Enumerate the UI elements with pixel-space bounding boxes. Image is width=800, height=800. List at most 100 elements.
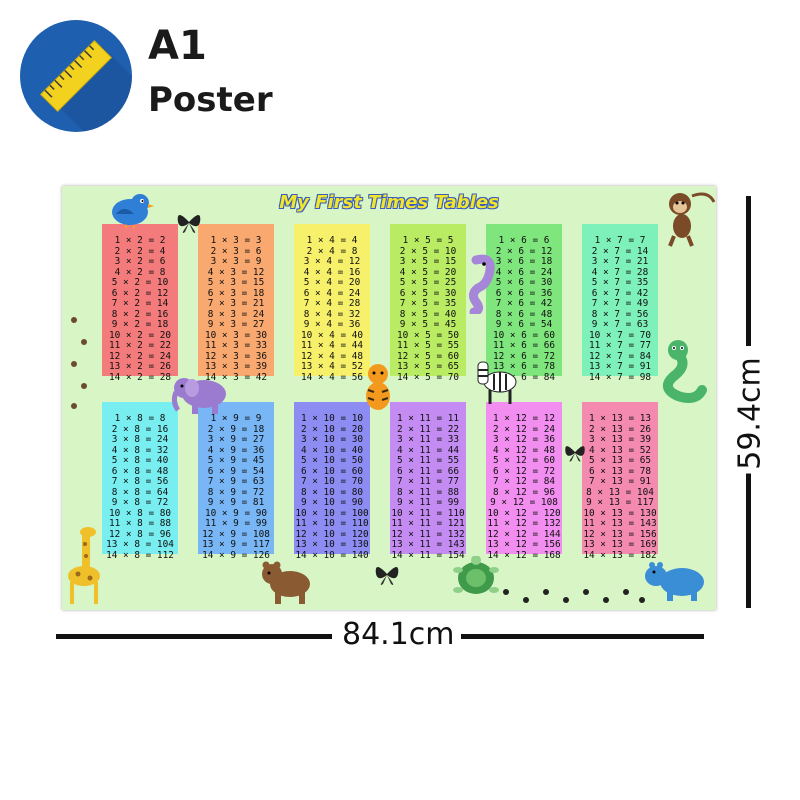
height-dimension: 59.4cm xyxy=(732,196,768,608)
times-table-line: 4 × 9 = 36 xyxy=(207,444,265,456)
times-table-line: 2 × 9 = 18 xyxy=(207,423,265,435)
times-table-line: 14 × 11 = 154 xyxy=(391,549,465,561)
times-table-line: 11 × 3 = 33 xyxy=(204,340,268,351)
times-table-line: 6 × 13 = 78 xyxy=(588,465,652,477)
times-table-line: 14 × 13 = 182 xyxy=(583,549,657,561)
times-table-line: 4 × 5 = 20 xyxy=(399,266,457,278)
times-table-line: 4 × 2 = 8 xyxy=(114,266,166,278)
times-table-line: 6 × 3 = 18 xyxy=(207,287,265,299)
times-table-line: 6 × 8 = 48 xyxy=(111,465,169,477)
times-table-line: 5 × 10 = 50 xyxy=(300,455,364,466)
times-table-line: 14 × 9 = 126 xyxy=(202,549,270,561)
times-table-line: 14 × 5 = 70 xyxy=(396,371,460,383)
times-table-line: 6 × 7 = 42 xyxy=(591,287,649,299)
times-table-line: 9 × 2 = 18 xyxy=(111,319,169,330)
times-table-line: 13 × 8 = 104 xyxy=(106,539,174,550)
times-table-line: 11 × 4 = 44 xyxy=(300,340,364,351)
times-table-line: 1 × 12 = 12 xyxy=(492,413,556,424)
times-table-line: 14 × 8 = 112 xyxy=(106,549,174,561)
times-table-line: 10 × 3 = 30 xyxy=(204,329,268,341)
times-table-line: 4 × 3 = 12 xyxy=(207,266,265,278)
monkey-icon xyxy=(668,192,716,247)
times-table-line: 5 × 3 = 15 xyxy=(207,277,265,288)
times-table-line: 9 × 7 = 63 xyxy=(591,319,649,330)
times-table-line: 3 × 2 = 6 xyxy=(114,256,166,267)
times-table-line: 3 × 4 = 12 xyxy=(303,256,361,267)
times-table-line: 14 × 10 = 140 xyxy=(295,549,369,561)
giraffe-icon xyxy=(68,527,100,604)
times-table-line: 1 × 8 = 8 xyxy=(114,413,166,424)
times-table-line: 12 × 12 = 144 xyxy=(487,528,561,540)
times-table-line: 10 × 4 = 40 xyxy=(300,329,364,341)
height-label: 59.4cm xyxy=(732,353,768,474)
times-table-line: 8 × 6 = 48 xyxy=(495,308,553,320)
poster-title: My First Times Tables xyxy=(279,192,499,213)
times-table-line: 1 × 2 = 2 xyxy=(114,235,166,246)
times-table-line: 10 × 7 = 70 xyxy=(588,329,652,341)
times-table-line: 9 × 11 = 99 xyxy=(396,497,460,508)
times-table-line: 8 × 4 = 32 xyxy=(303,308,361,320)
times-table-line: 3 × 7 = 21 xyxy=(591,256,649,267)
times-table-line: 14 × 4 = 56 xyxy=(300,371,364,383)
paw-prints-icon xyxy=(71,317,87,409)
times-table-line: 9 × 13 = 117 xyxy=(586,497,654,508)
times-table-line: 9 × 9 = 81 xyxy=(207,497,265,508)
times-table-line: 8 × 8 = 64 xyxy=(111,486,169,498)
times-table-line: 7 × 8 = 56 xyxy=(111,476,169,487)
times-table-line: 7 × 12 = 84 xyxy=(492,476,556,487)
times-table-line: 6 × 4 = 24 xyxy=(303,287,361,299)
times-table-line: 5 × 6 = 30 xyxy=(495,277,553,288)
times-table-line: 14 × 7 = 98 xyxy=(588,371,652,383)
times-table-line: 10 × 13 = 130 xyxy=(583,507,657,519)
times-table-line: 12 × 2 = 24 xyxy=(108,350,172,362)
times-table-line: 10 × 11 = 110 xyxy=(391,507,465,519)
times-table-line: 8 × 9 = 72 xyxy=(207,486,265,498)
times-table-line: 1 × 3 = 3 xyxy=(210,235,262,246)
times-table-line: 13 × 13 = 169 xyxy=(583,539,657,550)
height-dimension-line xyxy=(746,466,751,608)
times-table-line: 8 × 10 = 80 xyxy=(300,486,364,498)
times-table-line: 14 × 2 = 28 xyxy=(108,371,172,383)
times-table-line: 7 × 9 = 63 xyxy=(207,476,265,487)
times-table-line: 7 × 4 = 28 xyxy=(303,298,361,309)
times-table-line: 1 × 4 = 4 xyxy=(306,235,358,246)
times-table-line: 1 × 7 = 7 xyxy=(594,235,646,246)
times-table-line: 1 × 10 = 10 xyxy=(300,413,364,424)
times-table-line: 1 × 5 = 5 xyxy=(402,235,454,246)
times-table-line: 12 × 11 = 132 xyxy=(391,528,465,540)
times-table-line: 10 × 6 = 60 xyxy=(492,329,556,341)
times-table-line: 5 × 13 = 65 xyxy=(588,455,652,466)
times-table-line: 3 × 10 = 30 xyxy=(300,434,364,445)
times-table-line: 8 × 12 = 96 xyxy=(492,486,556,498)
times-table-line: 5 × 9 = 45 xyxy=(207,455,265,466)
hippo-icon xyxy=(645,562,704,601)
times-table-line: 9 × 5 = 45 xyxy=(399,319,457,330)
times-table-line: 6 × 10 = 60 xyxy=(300,465,364,477)
times-table-line: 6 × 12 = 72 xyxy=(492,465,556,477)
times-table-line: 11 × 10 = 110 xyxy=(295,518,369,529)
times-table-line: 4 × 12 = 48 xyxy=(492,444,556,456)
times-table-line: 8 × 3 = 24 xyxy=(207,308,265,320)
poster-type-label: Poster xyxy=(148,80,273,120)
times-table-line: 13 × 7 = 91 xyxy=(588,361,652,372)
times-table-line: 2 × 2 = 4 xyxy=(114,245,166,257)
times-table-line: 11 × 11 = 121 xyxy=(391,518,465,529)
times-table-line: 2 × 6 = 12 xyxy=(495,245,553,257)
times-table-line: 8 × 2 = 16 xyxy=(111,308,169,320)
width-label: 84.1cm xyxy=(336,617,461,652)
times-table-line: 5 × 11 = 55 xyxy=(396,455,460,466)
times-table-line: 1 × 6 = 6 xyxy=(498,235,550,246)
times-table-line: 11 × 8 = 88 xyxy=(108,518,172,529)
times-table-line: 9 × 8 = 72 xyxy=(111,497,169,508)
ruler-badge-icon xyxy=(20,20,132,132)
times-table-line: 3 × 6 = 18 xyxy=(495,256,553,267)
times-table-line: 3 × 12 = 36 xyxy=(492,434,556,445)
